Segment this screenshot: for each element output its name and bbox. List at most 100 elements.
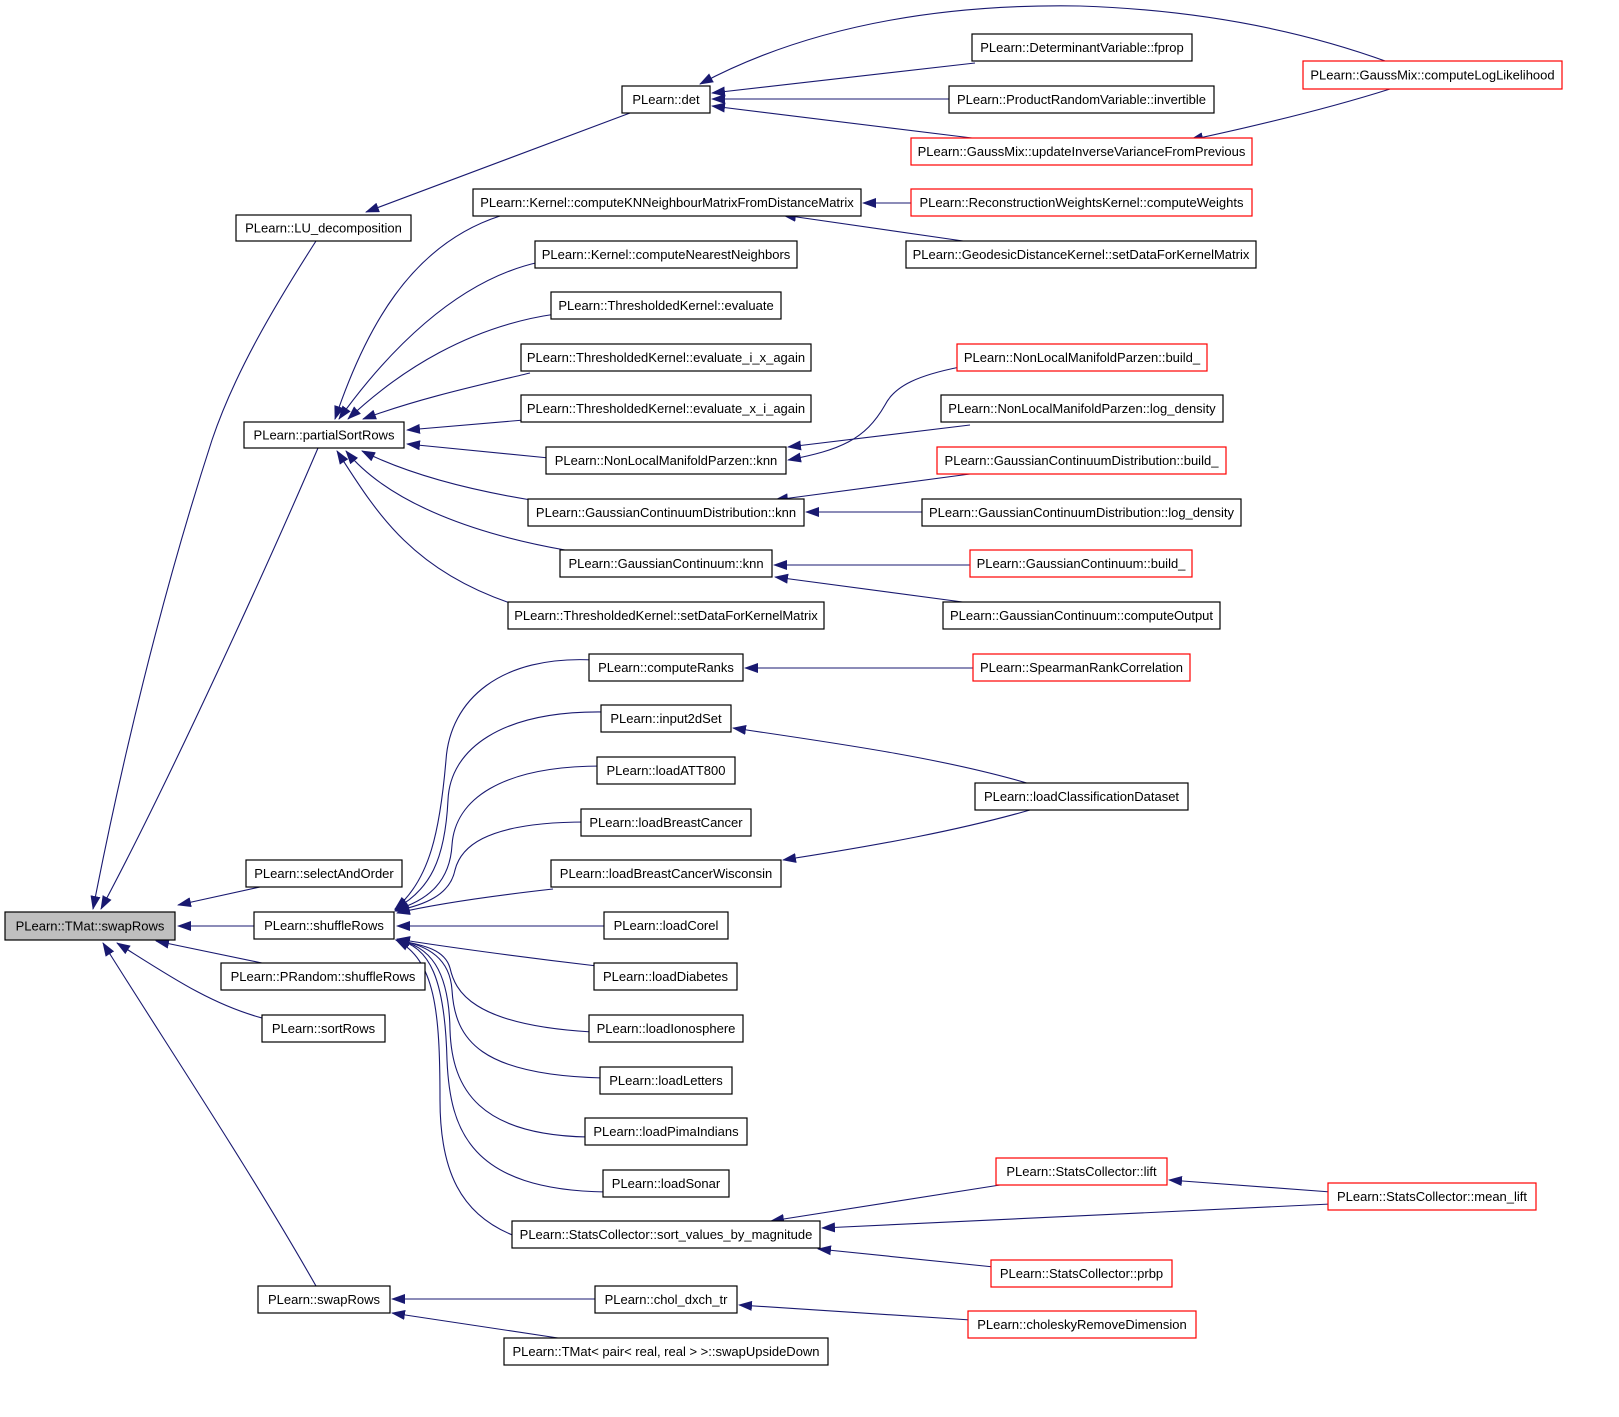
node-thrSetData[interactable]: PLearn::ThresholdedKernel::setDataForKer… [507, 601, 825, 630]
node-label: PLearn::ThresholdedKernel::evaluate [558, 298, 773, 313]
node-scPrbp[interactable]: PLearn::StatsCollector::prbp [990, 1259, 1173, 1288]
node-box [969, 549, 1193, 578]
node-label: PLearn::GeodesicDistanceKernel::setDataF… [913, 247, 1250, 262]
edges-layer [90, 5, 1391, 1339]
node-loadCorel[interactable]: PLearn::loadCorel [603, 911, 729, 940]
node-nlmpLogDens[interactable]: PLearn::NonLocalManifoldParzen::log_dens… [940, 394, 1224, 423]
node-box [261, 1014, 386, 1043]
node-input2dSet[interactable]: PLearn::input2dSet [600, 704, 732, 733]
node-box [245, 859, 403, 888]
node-label: PLearn::Kernel::computeKNNeighbourMatrix… [480, 195, 854, 210]
node-recWeights[interactable]: PLearn::ReconstructionWeightsKernel::com… [910, 188, 1253, 217]
node-box [1327, 1182, 1537, 1211]
node-box [600, 704, 732, 733]
node-box [974, 782, 1189, 811]
node-gmLogLik[interactable]: PLearn::GaussMix::computeLogLikelihood [1302, 60, 1563, 90]
node-scLift[interactable]: PLearn::StatsCollector::lift [995, 1157, 1168, 1186]
node-loadDiabetes[interactable]: PLearn::loadDiabetes [593, 962, 738, 991]
node-loadPima[interactable]: PLearn::loadPimaIndians [584, 1117, 748, 1146]
node-det[interactable]: PLearn::det [621, 85, 711, 114]
edge-thrEvalXI-to-partialSortRows [406, 419, 525, 434]
edge-gmLogLik-to-det [699, 5, 1389, 85]
node-gcOutput[interactable]: PLearn::GaussianContinuum::computeOutput [942, 601, 1221, 630]
node-loadBreastCancer[interactable]: PLearn::loadBreastCancer [580, 808, 752, 837]
edge-thrSetData-to-partialSortRows [336, 450, 514, 605]
node-box [603, 911, 729, 940]
node-loadLetters[interactable]: PLearn::loadLetters [599, 1066, 733, 1095]
edge-scLift-to-scSort [770, 1184, 1001, 1224]
node-box [593, 962, 738, 991]
node-prodRVInv[interactable]: PLearn::ProductRandomVariable::invertibl… [948, 85, 1215, 114]
edge-geoSetData-to-kernKNNDist [782, 211, 971, 243]
node-box [942, 601, 1221, 630]
node-label: PLearn::NonLocalManifoldParzen::knn [555, 453, 778, 468]
edge-loadIonosphere-to-shuffleRows [395, 937, 593, 1033]
node-scMeanLift[interactable]: PLearn::StatsCollector::mean_lift [1327, 1182, 1537, 1211]
edge-LU-to-swapRowsTMat [90, 240, 317, 910]
node-label: PLearn::sortRows [272, 1021, 376, 1036]
edge-loadClassif-to-input2dSet [732, 724, 1031, 785]
node-label: PLearn::choleskyRemoveDimension [977, 1317, 1187, 1332]
node-loadBCW[interactable]: PLearn::loadBreastCancerWisconsin [550, 859, 782, 888]
edge-scMeanLift-to-scLift [1168, 1175, 1332, 1193]
node-gcdBuild[interactable]: PLearn::GaussianContinuumDistribution::b… [936, 446, 1227, 475]
edge-gmLogLik-to-gmUpdate [1189, 88, 1391, 143]
edge-scPrbp-to-scSort [817, 1245, 995, 1268]
edge-nlmpBuild-to-nlmpKnn [787, 366, 961, 463]
node-thrEval[interactable]: PLearn::ThresholdedKernel::evaluate [550, 291, 782, 320]
node-box [545, 446, 787, 475]
node-label: PLearn::computeRanks [598, 660, 734, 675]
node-cholDxch[interactable]: PLearn::chol_dxch_tr [594, 1285, 738, 1314]
edge-det-to-LU [365, 112, 631, 213]
node-shuffleRows[interactable]: PLearn::shuffleRows [253, 911, 395, 940]
node-box [948, 85, 1215, 114]
node-gcdKnn[interactable]: PLearn::GaussianContinuumDistribution::k… [527, 498, 805, 527]
node-label: PLearn::GaussianContinuum::knn [568, 556, 763, 571]
node-spearman[interactable]: PLearn::SpearmanRankCorrelation [972, 653, 1191, 682]
node-swapRowsTMat[interactable]: PLearn::TMat::swapRows [4, 911, 176, 941]
node-selectAndOrder[interactable]: PLearn::selectAndOrder [245, 859, 403, 888]
edge-nlmpLogDens-to-nlmpKnn [787, 424, 971, 451]
node-box [990, 1259, 1173, 1288]
node-nlmpBuild[interactable]: PLearn::NonLocalManifoldParzen::build_ [956, 343, 1208, 372]
node-box [507, 601, 825, 630]
node-thrEvalXI[interactable]: PLearn::ThresholdedKernel::evaluate_x_i_… [520, 394, 812, 423]
node-label: PLearn::ThresholdedKernel::evaluate_x_i_… [527, 401, 805, 416]
edge-loadBCW-to-shuffleRows [396, 888, 554, 915]
node-box [503, 1337, 829, 1366]
node-loadClassif[interactable]: PLearn::loadClassificationDataset [974, 782, 1189, 811]
node-LU[interactable]: PLearn::LU_decomposition [235, 214, 412, 242]
node-cholRemove[interactable]: PLearn::choleskyRemoveDimension [967, 1310, 1197, 1339]
node-sortRows[interactable]: PLearn::sortRows [261, 1014, 386, 1043]
node-detVarFprop[interactable]: PLearn::DeterminantVariable::fprop [971, 33, 1193, 62]
node-geoSetData[interactable]: PLearn::GeodesicDistanceKernel::setDataF… [905, 240, 1257, 269]
node-thrEvalIX[interactable]: PLearn::ThresholdedKernel::evaluate_i_x_… [520, 343, 812, 372]
node-loadATT800[interactable]: PLearn::loadATT800 [596, 756, 736, 785]
node-gcdLogDens[interactable]: PLearn::GaussianContinuumDistribution::l… [921, 498, 1242, 527]
node-kernNN[interactable]: PLearn::Kernel::computeNearestNeighbors [534, 240, 798, 269]
edge-scMeanLift-to-scSort [821, 1203, 1332, 1233]
edge-kernNN-to-partialSortRows [338, 261, 541, 420]
node-box [588, 1014, 744, 1043]
node-swapRows[interactable]: PLearn::swapRows [257, 1285, 391, 1314]
node-box [235, 214, 412, 242]
node-label: PLearn::StatsCollector::prbp [1000, 1266, 1163, 1281]
node-label: PLearn::partialSortRows [254, 428, 395, 443]
node-kernKNNDist[interactable]: PLearn::Kernel::computeKNNeighbourMatrix… [472, 188, 862, 217]
node-computeRanks[interactable]: PLearn::computeRanks [588, 653, 744, 682]
node-PRandomShuffle[interactable]: PLearn::PRandom::shuffleRows [220, 962, 426, 991]
node-scSort[interactable]: PLearn::StatsCollector::sort_values_by_m… [511, 1220, 821, 1249]
node-label: PLearn::chol_dxch_tr [605, 1292, 729, 1307]
node-gmUpdate[interactable]: PLearn::GaussMix::updateInverseVarianceF… [910, 137, 1253, 166]
node-loadSonar[interactable]: PLearn::loadSonar [602, 1169, 730, 1198]
node-label: PLearn::DeterminantVariable::fprop [980, 40, 1184, 55]
node-nlmpKnn[interactable]: PLearn::NonLocalManifoldParzen::knn [545, 446, 787, 475]
node-gcBuild[interactable]: PLearn::GaussianContinuum::build_ [969, 549, 1193, 578]
node-box [550, 291, 782, 320]
node-box [550, 859, 782, 888]
node-partialSortRows[interactable]: PLearn::partialSortRows [243, 421, 405, 449]
node-gcKnn[interactable]: PLearn::GaussianContinuum::knn [559, 549, 773, 578]
node-tmatSwapUD[interactable]: PLearn::TMat< pair< real, real > >::swap… [503, 1337, 829, 1366]
node-loadIonosphere[interactable]: PLearn::loadIonosphere [588, 1014, 744, 1043]
node-label: PLearn::ReconstructionWeightsKernel::com… [920, 195, 1244, 210]
